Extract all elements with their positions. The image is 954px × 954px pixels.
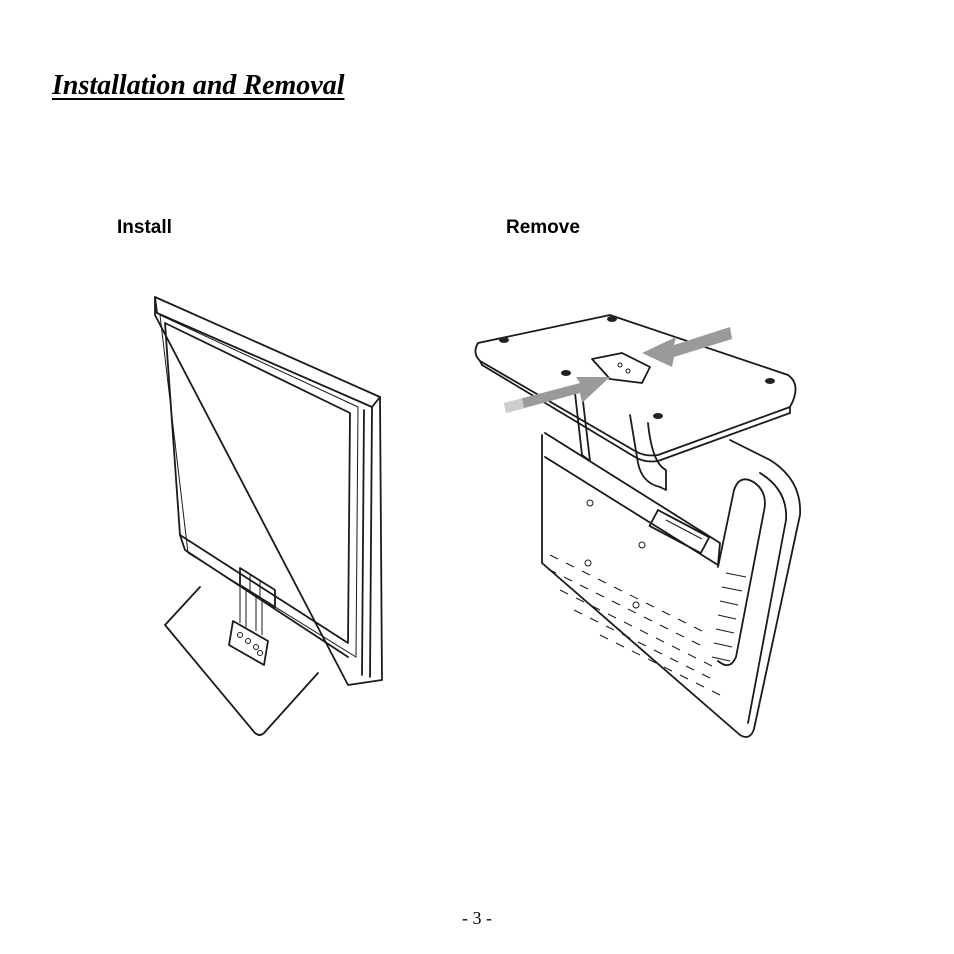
remove-illustration xyxy=(470,305,830,745)
screw-hole xyxy=(587,500,593,506)
release-arrow-right xyxy=(504,377,610,413)
rubber-foot xyxy=(561,370,571,376)
release-arrow-left xyxy=(642,327,732,367)
rubber-foot xyxy=(765,378,775,384)
page-number: - 3 - xyxy=(0,908,954,929)
screw-hole xyxy=(633,602,639,608)
screw-hole xyxy=(639,542,645,548)
rubber-foot xyxy=(607,316,617,322)
screw-hole xyxy=(585,560,591,566)
rubber-foot xyxy=(499,337,509,343)
rubber-foot xyxy=(653,413,663,419)
page-title: Installation and Removal xyxy=(52,70,345,102)
install-illustration xyxy=(140,285,400,745)
stand-base-plate xyxy=(475,315,795,456)
remove-label: Remove xyxy=(506,217,580,239)
install-label: Install xyxy=(117,217,172,239)
